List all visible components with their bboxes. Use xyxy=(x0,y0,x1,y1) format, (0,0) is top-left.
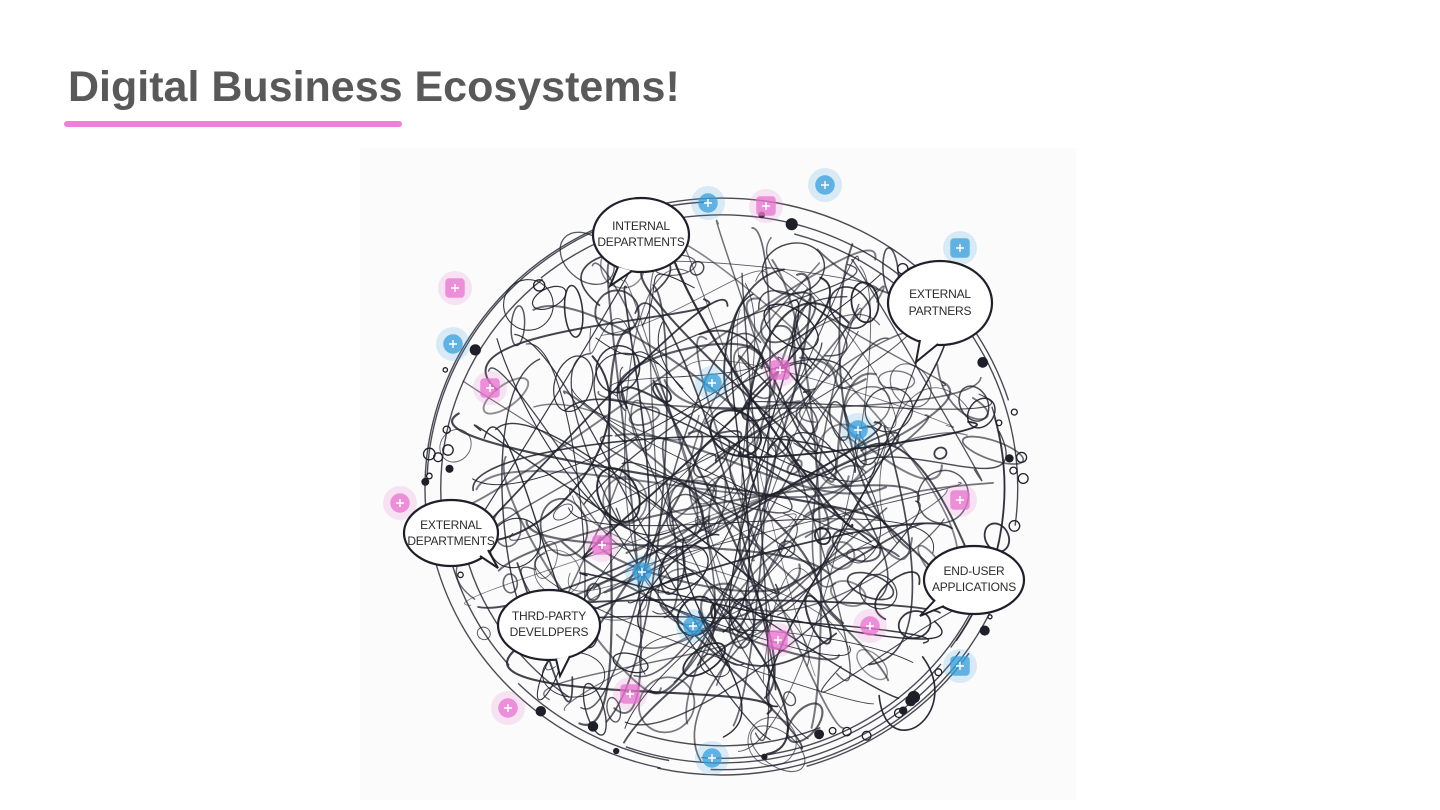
settings-icon xyxy=(943,649,977,683)
bubble-external-departments: EXTERNAL DEPARTMENTS xyxy=(404,500,498,568)
scribble-dot xyxy=(422,479,429,486)
person-icon xyxy=(691,186,725,220)
thumbs-up-icon xyxy=(695,741,729,775)
bubble-internal-line1: INTERNAL xyxy=(612,219,670,233)
scribble-dot xyxy=(614,749,619,754)
chart-icon xyxy=(613,677,647,711)
bubble-ext-departments-line1: EXTERNAL xyxy=(420,518,482,532)
tag-icon xyxy=(749,189,783,223)
bubble-third-party-line1: THRD-PARTY xyxy=(512,609,586,623)
scribble-dot xyxy=(786,219,797,230)
bubble-ext-partners-line1: EXTERNAL xyxy=(909,287,971,301)
scribble-dot xyxy=(980,626,989,635)
browser-icon xyxy=(585,528,619,562)
puzzle-icon xyxy=(841,413,875,447)
scribble-dot xyxy=(536,707,545,716)
mail-icon xyxy=(491,691,525,725)
bubble-ext-departments-line2: DEPARTMENTS xyxy=(407,534,495,548)
camera-icon xyxy=(625,555,659,589)
chat-icon xyxy=(808,168,842,202)
document-icon xyxy=(695,366,729,400)
scribble-dot xyxy=(470,345,480,355)
scribble-dot xyxy=(588,722,597,731)
scribble-dot xyxy=(762,754,767,759)
slide-title: Digital Business Ecosystems! xyxy=(68,60,680,114)
cloud-icon xyxy=(761,623,795,657)
scribble-dot xyxy=(908,692,919,703)
bubble-internal-line2: DEPARTMENTS xyxy=(597,235,685,249)
link-icon xyxy=(853,609,887,643)
phone-icon xyxy=(943,483,977,517)
bubble-end-user-line2: APPLICATIONS xyxy=(932,580,1016,594)
shield-icon xyxy=(436,327,470,361)
ecosystem-tangle-svg: INTERNAL DEPARTMENTS EXTERNAL PARTNERS E… xyxy=(360,148,1076,800)
bubble-third-party-line2: DEVELDPERS xyxy=(510,625,589,639)
bubble-ext-partners-line2: PARTNERS xyxy=(909,304,972,318)
scribble-dot xyxy=(446,465,453,472)
ecosystem-tangle-illustration: INTERNAL DEPARTMENTS EXTERNAL PARTNERS E… xyxy=(360,148,1076,800)
title-underline xyxy=(64,121,402,127)
bubble-end-user-line1: END-USER xyxy=(943,564,1005,578)
target-icon xyxy=(473,371,507,405)
gear-icon xyxy=(438,271,472,305)
code-icon xyxy=(676,609,710,643)
scribble-dot xyxy=(815,730,824,739)
scribble-dot xyxy=(1006,455,1013,462)
network-icon xyxy=(943,231,977,265)
app-icon xyxy=(763,353,797,387)
scribble-dot xyxy=(978,358,987,367)
